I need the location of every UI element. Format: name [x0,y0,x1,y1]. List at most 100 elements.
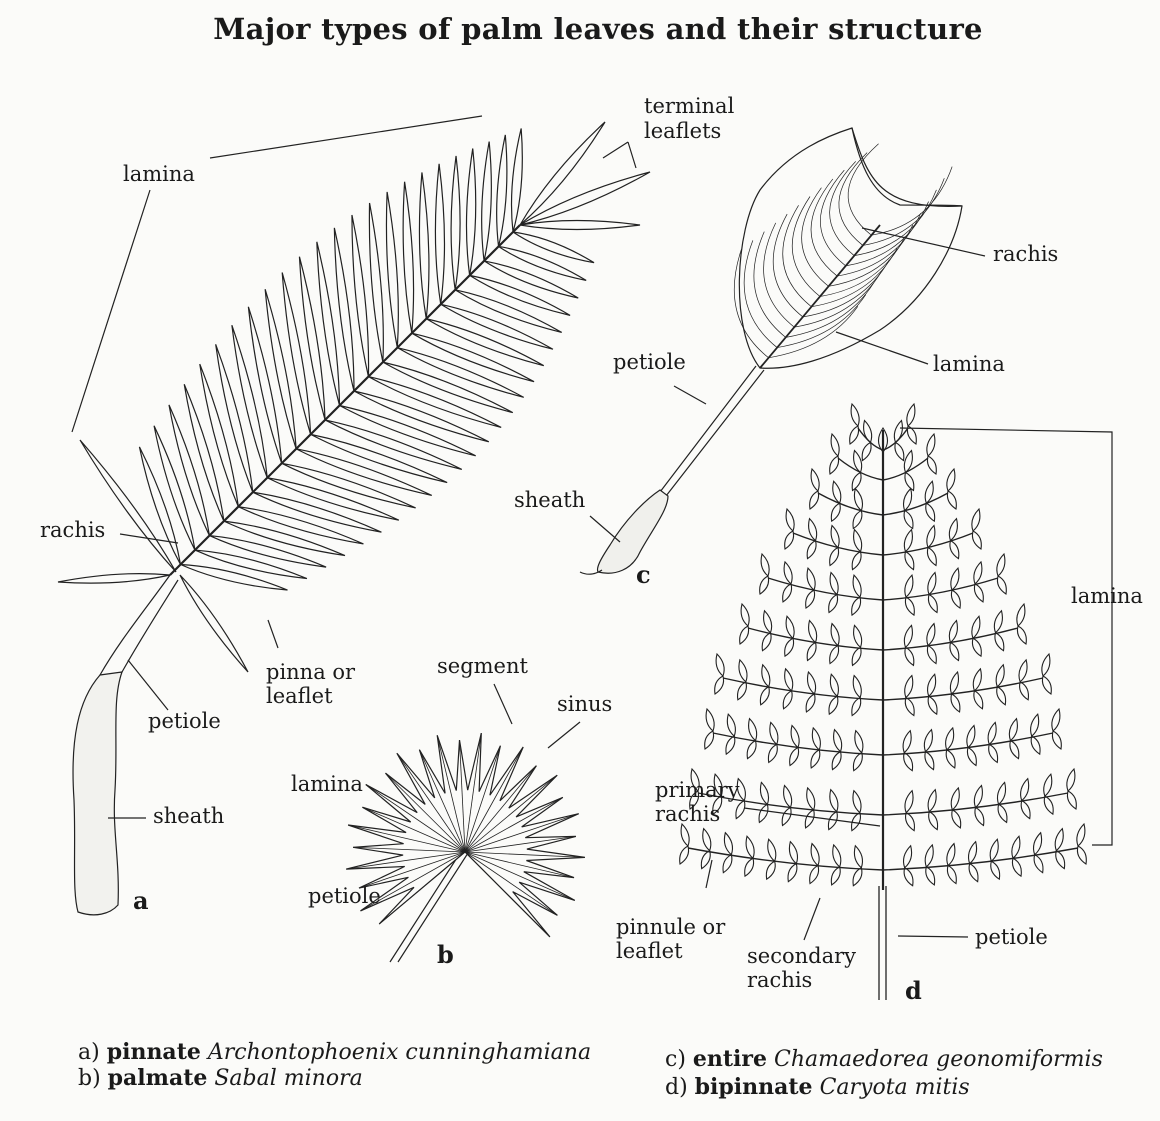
entire-leaf-drawing [579,127,963,575]
pinnule [924,480,934,505]
pinnule [904,646,915,667]
pinnule [926,622,936,647]
pinnule [852,509,863,530]
basal-leaflet [79,439,177,573]
entire-leaf-vein [802,259,890,318]
pinnule [904,550,915,571]
pinnule [805,693,816,713]
palmate-segment-rib [346,851,466,870]
pinnule [851,596,862,617]
pinna-upper-leaflet [298,256,326,421]
entire-leaf-vein [829,161,856,256]
pinnule [926,455,937,475]
caption-a: a) pinnate Archontophoenix cunninghamian… [78,1039,591,1066]
entire-leaf-vein [772,213,804,318]
pinnule [852,751,863,772]
palmate-leaf-drawing [346,732,585,963]
pinna-lower-leaflet [368,375,502,428]
pinnule [760,552,770,577]
pinnule [852,674,862,699]
pinnule [767,838,777,863]
label-terminal-leaflets-line1: terminal [644,94,735,118]
pinnule [758,803,769,824]
pinna-lower-leaflet [382,361,514,414]
pinnule [781,806,792,827]
pinnule [854,729,864,754]
pinnule [903,624,913,649]
pinnule [1030,713,1040,738]
pinna-upper-leaflet [368,202,384,363]
pinnule [690,767,700,792]
pinnule [782,583,793,603]
pinnule [1033,853,1044,874]
entire-leaf-vein [733,249,769,359]
pinnule [851,696,862,717]
caption-c-prefix: c) [665,1047,686,1072]
pinnule [948,619,958,644]
pinna-upper-leaflet [168,404,211,536]
pinnule [949,641,960,662]
pinna-upper-leaflet [510,128,523,233]
pinnule [904,674,914,699]
pinna-upper-leaflet [316,241,341,406]
pinna-upper-leaflet [481,141,492,262]
pinnule [746,739,757,760]
pinna-lower-leaflet [512,231,595,264]
pinnule [759,575,770,595]
pinnule [903,866,914,887]
pinna-upper-leaflet [465,148,477,276]
pinnule [971,507,981,532]
pinnule [788,840,799,865]
pinnule [925,866,936,886]
pinnule [927,571,937,596]
secondary-rachis [882,677,1044,701]
pinna-lower-leaflet [339,404,476,457]
pinnule [790,724,800,749]
pinnate-sheath-shape [72,671,123,916]
palmate-segment-rib [396,752,466,853]
palmate-segment-rib [464,851,558,916]
bipinnate-leaf-drawing [679,402,1087,1000]
bipinnate-petiole-shape [878,886,887,1000]
pinna-upper-leaflet [496,134,508,247]
entire-leaf-vein [847,143,879,236]
pinnule [950,693,961,713]
label-secondary-rachis-line2: rachis [747,968,813,992]
pinna-upper-leaflet [264,289,297,450]
pinna-lower-leaflet [310,433,448,484]
pinnule [767,743,778,764]
label-sinus: sinus [557,692,613,716]
pinnule [761,663,771,688]
pinna-lower-leaflet [411,332,535,383]
caption-b-species: Sabal minora [214,1066,363,1091]
pinnule [971,615,981,640]
pinnule [765,860,776,881]
pinnule [705,707,715,732]
label-b-petiole: petiole [308,884,381,908]
pinnule [967,840,978,865]
pinnule [832,843,842,868]
pinnule [735,799,746,820]
pinnule [990,860,1001,881]
pinnule [853,449,863,474]
palmate-segment-rib [358,851,466,889]
pinnule [689,790,700,810]
pinnule [904,471,915,492]
pinnule [906,402,916,427]
pinna-upper-leaflet [351,214,370,377]
pinnule [744,857,755,878]
pinnule [971,530,982,550]
pinnule [679,845,690,865]
pinna-upper-leaflet [402,181,415,334]
pinnule [725,735,736,756]
figure-letter-b: b [437,940,454,969]
pinnule [996,685,1007,706]
pinnule [966,724,976,749]
palmate-segment-rib [464,836,576,853]
pinnule [996,575,1007,595]
caption-c-species: Chamaedorea geonomiformis [774,1047,1103,1072]
label-a-petiole: petiole [148,709,221,733]
pinnule [804,809,815,829]
pinnule [861,441,872,462]
pinnule [996,552,1006,577]
